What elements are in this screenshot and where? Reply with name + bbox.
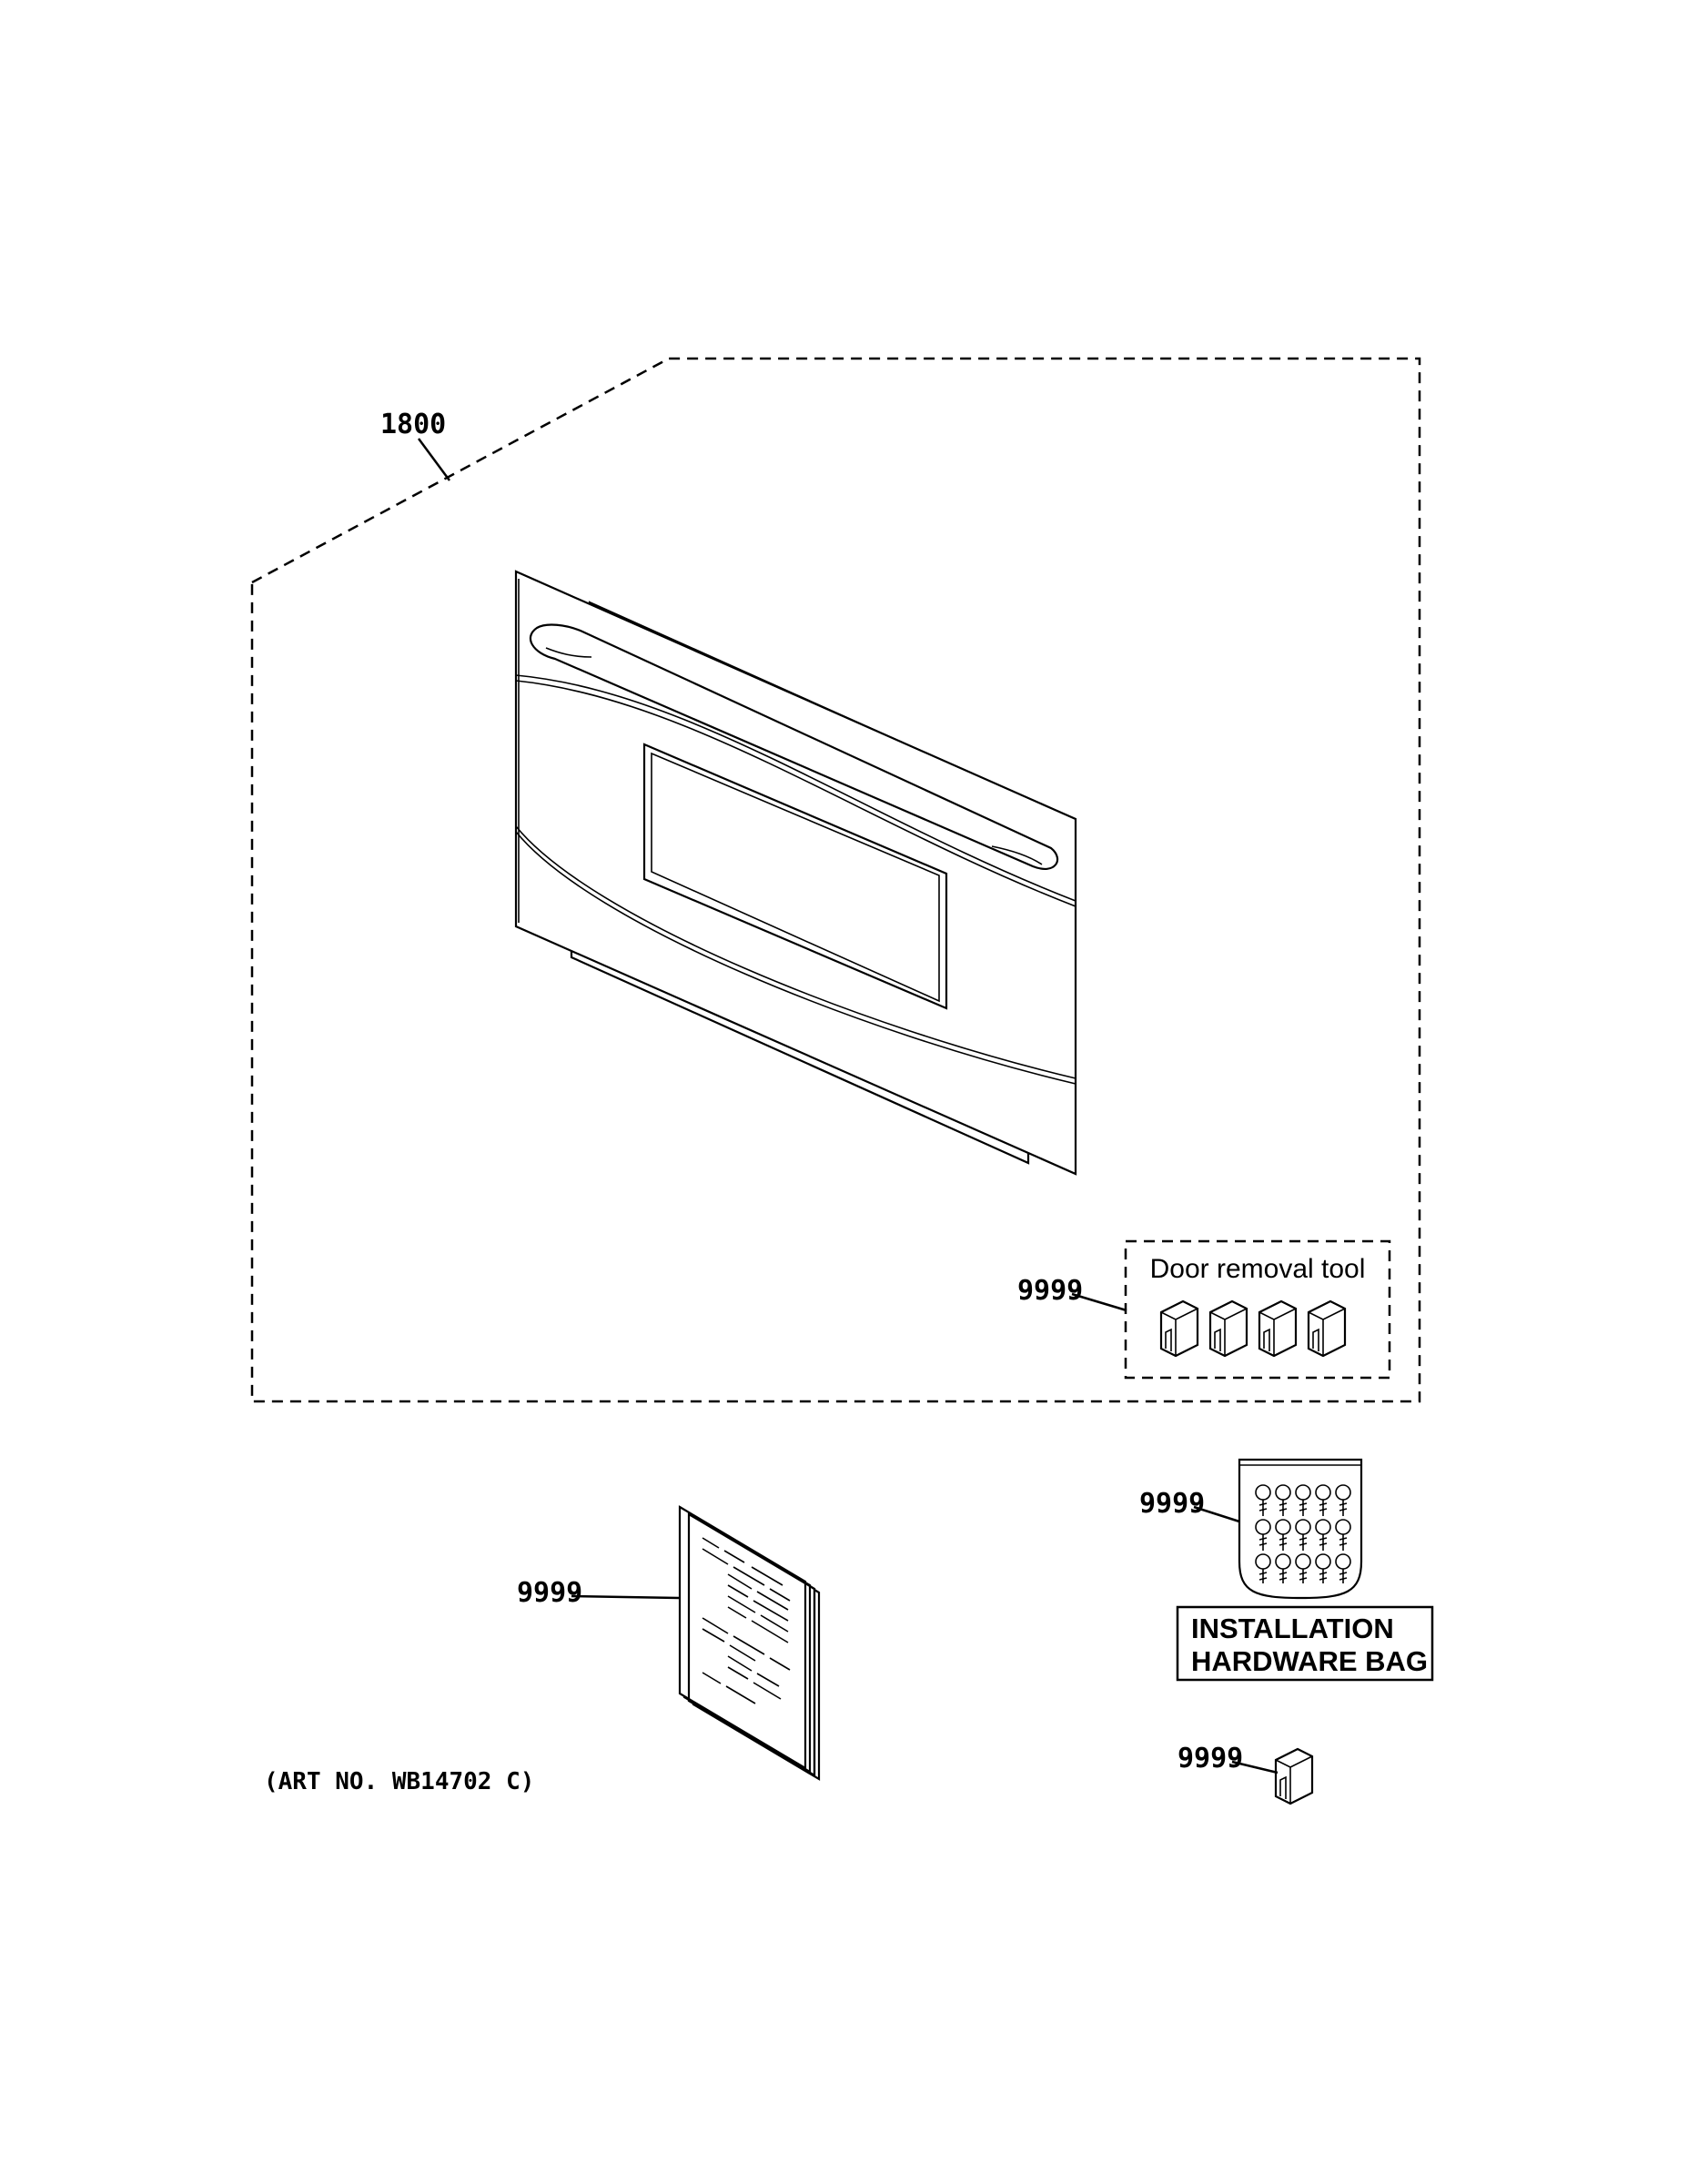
door-kit-boundary [250, 357, 1421, 1403]
callout-door-removal-tool: 9999 [1017, 1275, 1083, 1307]
callout-clip: 9999 [1178, 1743, 1243, 1774]
door-removal-tool-pieces [1159, 1299, 1347, 1358]
callout-1800: 1800 [380, 409, 446, 440]
leader-door-removal-tool [1071, 1292, 1127, 1312]
callout-manual: 9999 [517, 1577, 582, 1609]
door-removal-tool-label: Door removal tool [1150, 1254, 1366, 1284]
leader-1800 [417, 438, 451, 481]
leader-hardware-bag [1193, 1505, 1240, 1523]
hardware-bag [1238, 1458, 1363, 1600]
leader-clip [1231, 1760, 1279, 1774]
callout-hardware-bag: 9999 [1139, 1488, 1205, 1520]
hardware-bag-label-line2: HARDWARE BAG [1191, 1645, 1428, 1677]
art-number: (ART NO. WB14702 C) [264, 1768, 534, 1795]
owners-manual [678, 1505, 821, 1781]
hardware-bag-label-box [1176, 1605, 1434, 1682]
oven-door [514, 570, 1077, 1176]
leader-manual [571, 1594, 680, 1600]
door-clip [1274, 1747, 1314, 1805]
hardware-bag-label-line1: INSTALLATION [1191, 1613, 1394, 1644]
